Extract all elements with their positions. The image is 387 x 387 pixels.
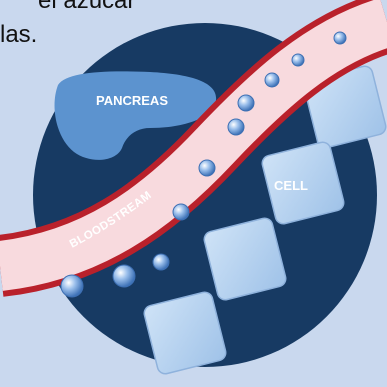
glucose-bead <box>334 32 346 44</box>
cell-label: CELL <box>274 178 308 193</box>
glucose-bead <box>228 119 244 135</box>
glucose-bead <box>113 265 135 287</box>
glucose-bead <box>265 73 279 87</box>
glucose-bead <box>238 95 254 111</box>
glucose-bead <box>199 160 215 176</box>
glucose-bead <box>292 54 304 66</box>
glucose-bead <box>173 204 189 220</box>
pancreas-label: PANCREAS <box>96 93 168 108</box>
caption-line-1: el azúcar <box>38 0 135 16</box>
glucose-bead <box>61 275 83 297</box>
caption-line-2: las. <box>0 20 37 50</box>
glucose-bead <box>153 254 169 270</box>
